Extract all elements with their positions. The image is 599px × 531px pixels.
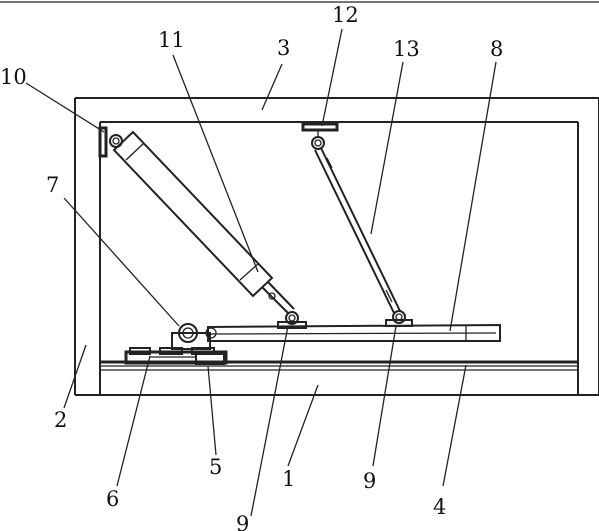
top-mount (301, 122, 339, 150)
label-plate: 8 (490, 37, 503, 61)
frame-right-post (577, 98, 599, 395)
slider-block (195, 353, 225, 365)
frame-bottom-bar (75, 369, 599, 396)
leader-lines (25, 28, 497, 517)
label-cylinder-mount: 10 (0, 65, 27, 89)
label-frame-top: 3 (277, 36, 290, 60)
label-frame-bottom: 1 (282, 467, 295, 491)
pivot-left (277, 311, 307, 329)
label-pivot-left: 9 (236, 512, 249, 531)
label-rail: 4 (433, 495, 446, 519)
label-brace-rod: 13 (393, 37, 420, 61)
label-top-mount: 12 (332, 3, 359, 27)
label-carriage: 6 (106, 487, 119, 511)
pivot-right (385, 310, 413, 327)
brace-rod (314, 147, 401, 314)
label-pivot-right: 9 (363, 469, 376, 493)
plate (207, 323, 501, 342)
frame-top-bar (75, 97, 599, 123)
label-cylinder: 11 (158, 28, 185, 52)
label-frame-left: 2 (54, 408, 67, 432)
label-hinge-mount: 7 (46, 173, 59, 197)
cylinder-mount (98, 126, 123, 158)
frame-left-post (74, 98, 101, 395)
cylinder (112, 130, 295, 314)
label-slider-block: 5 (209, 455, 222, 479)
